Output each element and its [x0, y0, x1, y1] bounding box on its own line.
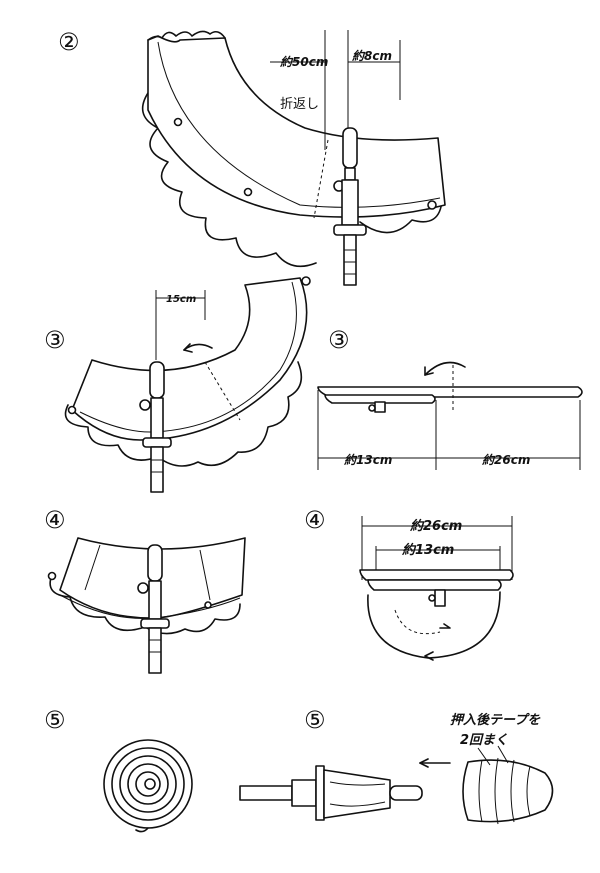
step-2-figure: ② 約50cm 約8cm 折返し — [58, 28, 446, 286]
step-4-left-figure: ④ — [44, 506, 246, 674]
label-about-8cm: 約8cm — [351, 49, 392, 63]
step-5-right-number: ⑤ — [304, 706, 326, 734]
label-tape-line-2: 2回まく — [460, 733, 508, 748]
step-4-left-number: ④ — [44, 506, 66, 534]
label-about-26cm-b: 約26cm — [409, 518, 462, 534]
label-about-26cm-a: 約26cm — [481, 453, 530, 467]
label-about-13cm-a: 約13cm — [343, 453, 392, 467]
label-tape-line-1: 押入後テープを — [450, 712, 541, 728]
step-3-left-figure: ③ 15cm — [44, 276, 311, 493]
label-15cm: 15cm — [166, 294, 196, 305]
step-3-left-number: ③ — [44, 326, 66, 354]
step-2-number: ② — [58, 28, 80, 56]
step-5-left-figure: ⑤ — [44, 706, 193, 833]
label-foldback: 折返し — [280, 97, 319, 112]
step-5-left-number: ⑤ — [44, 706, 66, 734]
label-about-13cm-b: 約13cm — [401, 542, 454, 558]
step-4-right-figure: ④ 約26cm 約13cm — [304, 506, 514, 661]
step-3-right-number: ③ — [328, 326, 350, 354]
step-4-right-number: ④ — [304, 506, 326, 534]
step-5-right-figure: ⑤ 押入後テープを 2回まく — [239, 706, 554, 825]
step-3-right-figure: ③ 約13cm 約26cm — [317, 326, 583, 470]
label-about-50cm: 約50cm — [279, 55, 328, 69]
